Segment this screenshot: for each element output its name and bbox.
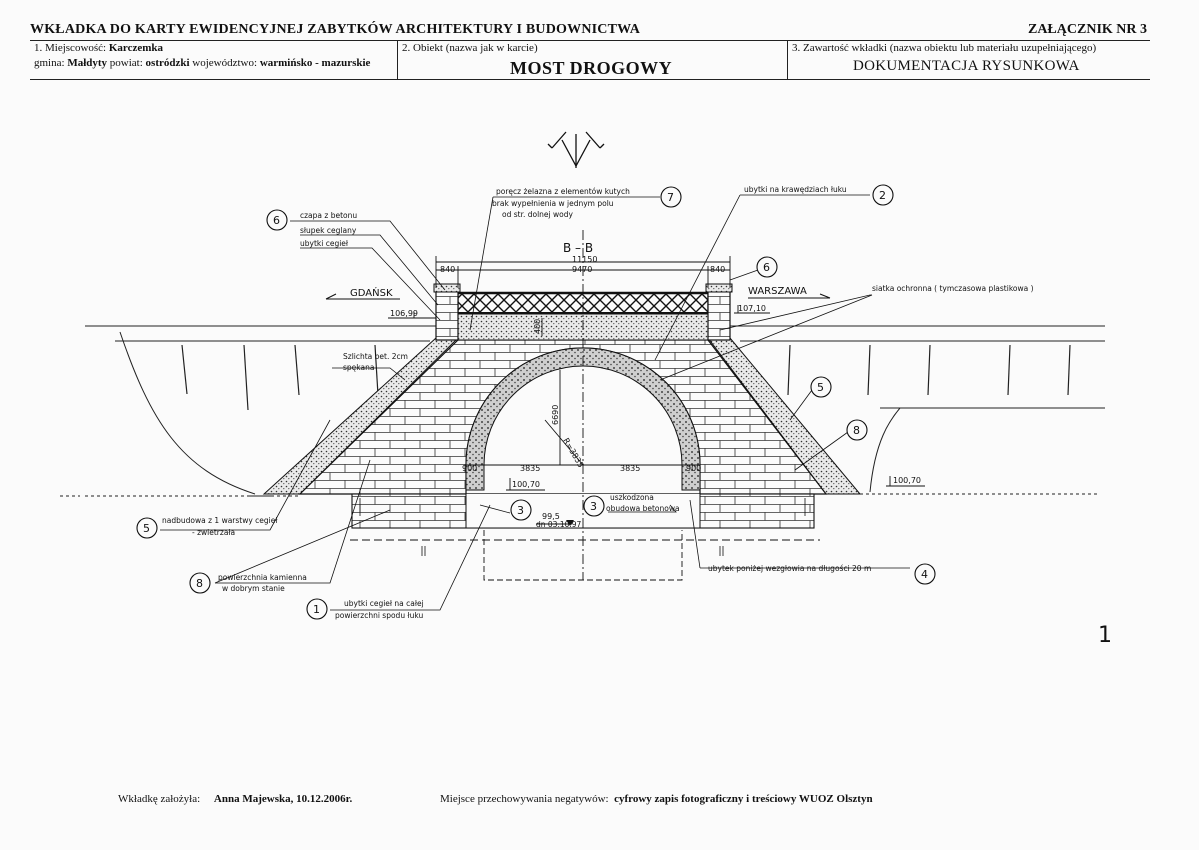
note-addition: nadbudowa z 1 warstwy cegieł: [162, 516, 278, 525]
level-bottom: dn 03.10.97: [536, 520, 582, 529]
locality-field: 1. Miejscowość: Karczemka: [34, 42, 163, 55]
level-right: 107,10: [738, 304, 766, 313]
gmina-label: gmina:: [34, 57, 65, 69]
note-stone: powierzchnia kamienna: [218, 573, 307, 582]
callout-8a: 8: [196, 577, 203, 590]
storage-label: Miejsce przechowywania negatywów:: [440, 793, 609, 805]
note-concrete: uszkodzona: [610, 493, 654, 502]
header-divider-1: [397, 40, 398, 79]
callout-7: 7: [667, 191, 674, 204]
content-label: 3. Zawartość wkładki (nazwa obiektu lub …: [792, 42, 1097, 54]
callout-6b: 6: [763, 261, 770, 274]
dim-6690: 6690: [551, 405, 560, 425]
header-divider-2: [787, 40, 788, 79]
city-gdansk: GDAŃSK: [350, 286, 393, 299]
dim-inner: 9470: [572, 265, 592, 274]
level-left: 106,99: [390, 309, 418, 318]
arch-ring: [465, 347, 701, 491]
ground-lines: [60, 325, 1105, 497]
content-name: DOKUMENTACJA RYSUNKOWA: [853, 58, 1080, 74]
card-title: WKŁADKA DO KARTY EWIDENCYJNEJ ZABYTKÓW A…: [30, 22, 641, 37]
note-screed: Szlichta bet. 2cm: [343, 352, 408, 361]
note-railing: poręcz żelazna z elementów kutych: [496, 187, 630, 196]
level-markers: [388, 305, 925, 525]
callout-8b: 8: [853, 424, 860, 437]
dim-900-right: 900: [686, 464, 701, 473]
dim-total: 11150: [572, 255, 597, 264]
callout-2: 2: [879, 189, 886, 202]
woj-value: warmińsko - mazurskie: [259, 57, 371, 69]
water-level-icon: [566, 520, 574, 526]
note-arch-underside-2: powierzchni spodu łuku: [335, 611, 423, 620]
note-stone-2: w dobrym stanie: [222, 584, 285, 593]
note-screed-2: spękana: [343, 363, 374, 372]
section-label: B – B: [563, 241, 593, 255]
storage-field: Miejsce przechowywania negatywów: cyfrow…: [440, 793, 873, 805]
powiat-value: ostródzki: [145, 57, 190, 69]
level-arch: 100,70: [512, 480, 540, 489]
locality-value: Karczemka: [108, 42, 164, 54]
dim-400: 400: [533, 319, 542, 334]
note-loss-20m: ubytek poniżej wezgłowia na długości 20 …: [708, 564, 871, 573]
callout-4: 4: [921, 568, 928, 581]
dim-radius: R=3835: [561, 437, 585, 470]
dim-half-right: 3835: [620, 464, 640, 473]
note-addition-2: - zwietrzała: [192, 528, 235, 537]
note-railing-3: od str. dolnej wody: [502, 210, 573, 219]
slope-ticks: [181, 344, 1071, 411]
dim-half-left: 3835: [520, 464, 540, 473]
direction-gdansk-arrow-icon: [325, 293, 400, 300]
note-arch-edges: ubytki na krawędziach łuku: [744, 185, 847, 194]
locality-label: 1. Miejscowość:: [34, 42, 107, 54]
note-brick-loss: ubytki cegieł: [300, 239, 349, 248]
annex-number: ZAŁĄCZNIK NR 3: [1027, 22, 1147, 37]
callout-3a: 3: [517, 504, 524, 517]
page-number: 1: [1098, 623, 1112, 648]
object-name: MOST DROGOWY: [510, 58, 673, 78]
flow-arrow-icon: [547, 131, 605, 168]
header-rule-bottom: [30, 79, 1150, 80]
dim-left: 840: [440, 265, 455, 274]
hatch-marks: [359, 498, 806, 556]
dim-right: 840: [710, 265, 725, 274]
header-rule-top: [30, 40, 1150, 41]
callout-3b: 3: [590, 500, 597, 513]
powiat-label: powiat:: [109, 57, 143, 69]
gmina-value: Małdyty: [67, 57, 108, 69]
left-post: [433, 283, 461, 341]
note-arch-underside: ubytki cegieł na całej: [344, 599, 424, 608]
callout-5b: 5: [817, 381, 824, 394]
note-cap: czapa z betonu: [300, 211, 357, 220]
callout-6a: 6: [273, 214, 280, 227]
level-water: 99,5: [542, 512, 560, 521]
author-value: Anna Majewska, 10.12.2006r.: [213, 793, 353, 805]
admin-field: gmina: Małdyty powiat: ostródzki wojewód…: [34, 57, 370, 70]
note-railing-2: brak wypełnienia w jednym polu: [492, 199, 614, 208]
callout-circles: [136, 184, 936, 620]
author-label: Wkładkę założyła:: [118, 793, 201, 805]
note-net: siatka ochronna ( tymczasowa plastikowa …: [872, 284, 1034, 293]
direction-warszawa-arrow-icon: [748, 293, 831, 299]
note-concrete-2: obudowa betonowa: [606, 504, 680, 513]
callout-1: 1: [313, 603, 320, 616]
right-post: [705, 283, 733, 341]
note-post: słupek ceglany: [300, 226, 357, 235]
city-warszawa: WARSZAWA: [748, 286, 807, 297]
dimension-lines: [350, 230, 820, 581]
leader-lines: [160, 194, 910, 611]
callout-5a: 5: [143, 522, 150, 535]
dim-900-left: 900: [462, 464, 477, 473]
object-label: 2. Obiekt (nazwa jak w karcie): [402, 42, 538, 54]
woj-label: województwo:: [192, 57, 258, 69]
storage-value: cyfrowy zapis fotograficzny i treściowy …: [614, 793, 873, 805]
level-ground: 100,70: [893, 476, 921, 485]
author-field: Wkładkę założyła: Anna Majewska, 10.12.2…: [118, 793, 352, 805]
